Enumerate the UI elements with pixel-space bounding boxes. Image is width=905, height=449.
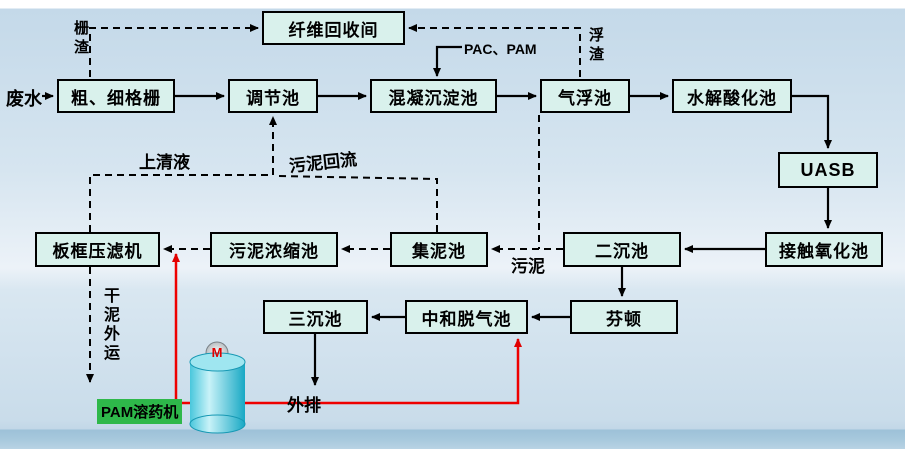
node-fiber-recovery-room: 纤维回收间 [262, 11, 405, 45]
node-neutralization-degassing-tank: 中和脱气池 [405, 300, 528, 334]
node-regulating-tank: 调节池 [228, 79, 318, 113]
supernatant-label: 上清液 [139, 153, 190, 172]
wastewater-label: 废水 [6, 89, 42, 109]
dry-sludge-out-label: 干泥外运 [101, 287, 118, 363]
sludge-return-dashed-lines [86, 24, 581, 383]
scum-label: 浮渣 [587, 27, 604, 65]
arrow-hydrolysis-to-uasb [792, 94, 832, 149]
pac-pam-label: PAC、PAM [464, 41, 537, 57]
discharge-label: 外排 [287, 396, 321, 415]
grid-residue-label: 栅渣 [72, 20, 89, 58]
pam-dissolver-label: PAM溶药机 [97, 399, 183, 424]
node-hydrolysis-acidification-tank: 水解酸化池 [672, 79, 792, 113]
tank-bottom [189, 414, 246, 434]
node-fenton: 芬顿 [570, 300, 678, 334]
node-sludge-thickening-tank: 污泥浓缩池 [210, 232, 338, 267]
dosing-line-to-filter-press-feed [172, 253, 192, 405]
dashed-grid-residue-to-fiber-room [89, 24, 259, 77]
node-coarse-fine-screen: 粗、细格栅 [57, 79, 175, 113]
sludge-label: 污泥 [511, 257, 545, 276]
node-secondary-sedimentation-tank: 二沉池 [563, 232, 681, 267]
arrow-pac-pam-feed [433, 45, 462, 77]
node-sludge-collection-tank: 集泥池 [390, 232, 488, 267]
motor-label: M [212, 345, 223, 360]
dashed-scum-to-fiber-room [408, 24, 581, 77]
tank-top [189, 352, 246, 372]
dosing-line-to-neutralization [243, 338, 522, 405]
node-plate-frame-filter-press: 板框压滤机 [35, 232, 160, 267]
node-contact-oxidation-tank: 接触氧化池 [765, 232, 883, 267]
pam-tank: M [189, 341, 246, 434]
node-tertiary-sedimentation-tank: 三沉池 [263, 300, 368, 334]
node-uasb: UASB [778, 152, 878, 188]
node-coagulation-sedimentation-tank: 混凝沉淀池 [370, 79, 497, 113]
main-flow-arrows [42, 45, 832, 386]
dashed-sludge-return-from-collection [276, 175, 438, 232]
tank-body [190, 362, 245, 424]
dashed-supernatant-line [89, 174, 273, 232]
node-air-flotation-tank: 气浮池 [540, 79, 630, 113]
